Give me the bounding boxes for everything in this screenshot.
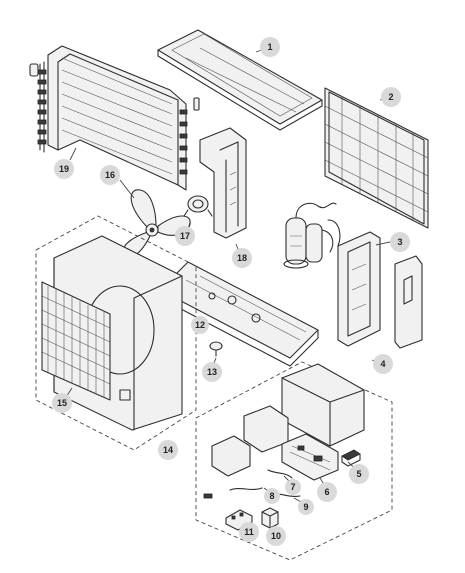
callout-6: 6	[317, 482, 337, 502]
callout-18-label: 18	[237, 253, 247, 263]
part-fan-motor	[183, 195, 213, 217]
callout-11: 11	[239, 522, 259, 542]
callout-12-label: 12	[195, 320, 205, 330]
callout-6-label: 6	[324, 487, 329, 497]
callout-17: 17	[175, 226, 195, 246]
callout-3-label: 3	[397, 237, 402, 247]
part-top-cover	[157, 29, 323, 131]
part-electrical-box	[211, 363, 365, 477]
callout-16: 16	[100, 165, 120, 185]
callout-markers: 1 2 3 4 5 6 7 8 9 10 11 12 13 14 15 16 1…	[52, 37, 410, 546]
callout-8: 8	[264, 488, 280, 504]
callout-2: 2	[381, 87, 401, 107]
part-pcb	[281, 433, 339, 481]
callout-7: 7	[285, 479, 301, 495]
callout-4: 4	[373, 354, 393, 374]
group-outline-front-cabinet	[35, 215, 197, 451]
part-rear-grille	[324, 87, 429, 229]
part-side-plate	[337, 231, 381, 347]
callout-16-label: 16	[105, 170, 115, 180]
callout-19: 19	[54, 159, 74, 179]
callout-1: 1	[260, 37, 280, 57]
callout-10-label: 10	[271, 531, 281, 541]
callout-19-label: 19	[59, 164, 69, 174]
callout-8-label: 8	[269, 491, 274, 501]
callout-11-label: 11	[244, 527, 254, 537]
part-support-bracket	[199, 127, 247, 239]
callout-5-label: 5	[356, 469, 361, 479]
part-terminal-block	[341, 449, 361, 467]
callout-17-label: 17	[180, 231, 190, 241]
callout-13: 13	[202, 362, 222, 382]
callout-13-label: 13	[207, 367, 217, 377]
callout-14-label: 14	[163, 445, 173, 455]
callout-3: 3	[390, 232, 410, 252]
part-compressor-assembly	[283, 202, 341, 269]
callout-9-label: 9	[303, 502, 308, 512]
callout-12: 12	[191, 316, 209, 334]
callout-14: 14	[158, 440, 178, 460]
part-fan-blade	[122, 189, 191, 258]
callout-7-label: 7	[290, 482, 295, 492]
callout-9: 9	[298, 499, 314, 515]
part-valve-fitting	[209, 341, 223, 357]
part-front-grille	[41, 281, 111, 401]
callout-15-label: 15	[57, 398, 67, 408]
callout-5: 5	[349, 464, 369, 484]
callout-1-label: 1	[267, 42, 272, 52]
group-outline-electrical-box	[195, 361, 393, 561]
part-side-panel	[394, 255, 423, 349]
callout-18: 18	[232, 248, 252, 268]
part-reactor	[261, 507, 279, 529]
callout-15: 15	[52, 393, 72, 413]
callout-4-label: 4	[380, 359, 385, 369]
callout-2-label: 2	[388, 92, 393, 102]
part-condenser-coil	[29, 45, 200, 191]
callout-10: 10	[266, 526, 286, 546]
part-base-plate	[159, 261, 319, 367]
